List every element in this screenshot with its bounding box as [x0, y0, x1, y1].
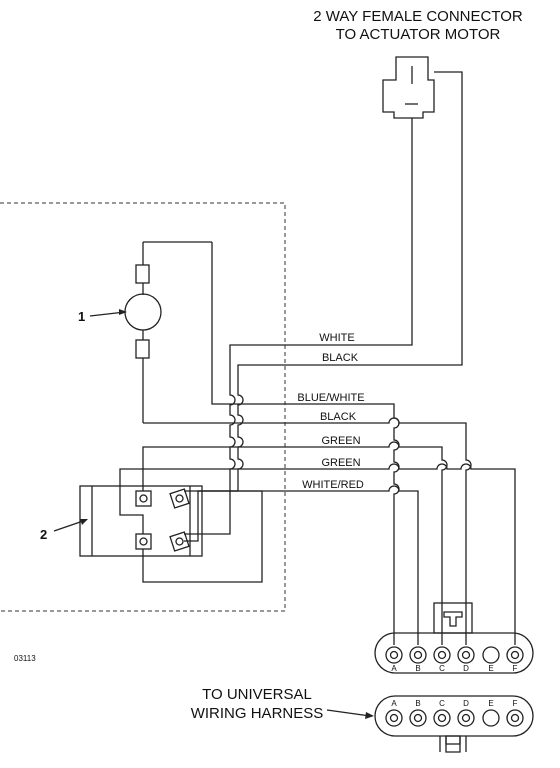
callout-1-arrowhead — [119, 309, 127, 315]
pins-upper: A B C D E F — [385, 646, 524, 673]
harness-label-line2: WIRING HARNESS — [191, 705, 324, 722]
lower-pin-d-socket — [461, 713, 471, 723]
upper-pin-label-b: B — [415, 664, 420, 673]
callout-2-arrowhead — [80, 519, 88, 525]
upper-pin-c-socket — [437, 650, 447, 660]
upper-pin-label-c: C — [439, 664, 445, 673]
upper-pin-f-socket — [510, 650, 520, 660]
callout-2: 2 — [40, 527, 47, 542]
callout-2-leader — [53, 519, 87, 532]
upper-pin-label-d: D — [463, 664, 469, 673]
lower-pin-label-e: E — [488, 699, 493, 708]
component-1 — [124, 241, 212, 423]
figure-code: 03113 — [14, 654, 36, 663]
wire-label-blue-white: BLUE/WHITE — [297, 392, 364, 404]
upper-pin-a — [385, 646, 403, 664]
harness-label-line1: TO UNIVERSAL — [202, 686, 312, 703]
callout-1: 1 — [78, 309, 85, 324]
lower-pin-b — [409, 709, 427, 727]
wires — [119, 71, 516, 645]
lower-pin-a — [385, 709, 403, 727]
actuator-connector — [382, 56, 435, 119]
wire-label-black-lower: BLACK — [320, 411, 357, 423]
harness-arrowhead — [365, 712, 374, 719]
upper-pin-a-socket — [389, 650, 399, 660]
lower-pin-d — [457, 709, 475, 727]
wire-label-black-upper: BLACK — [322, 352, 359, 364]
upper-pin-label-e: E — [488, 664, 493, 673]
connector-module-upper — [374, 602, 534, 674]
lower-pin-f — [506, 709, 524, 727]
upper-pin-d — [457, 646, 475, 664]
lower-pin-label-f: F — [513, 699, 518, 708]
component-2 — [79, 485, 203, 557]
upper-pin-d-socket — [461, 650, 471, 660]
connector-module-lower — [374, 695, 534, 753]
upper-pin-label-a: A — [391, 664, 397, 673]
wire-label-white-red: WHITE/RED — [302, 479, 364, 491]
lower-pin-label-b: B — [415, 699, 420, 708]
upper-pin-e — [482, 646, 500, 664]
lower-pin-label-d: D — [463, 699, 469, 708]
lower-pin-f-socket — [510, 713, 520, 723]
upper-pin-b — [409, 646, 427, 664]
lower-pin-c — [433, 709, 451, 727]
upper-pin-label-f: F — [513, 664, 518, 673]
harness-leader — [326, 709, 371, 717]
upper-pin-b-socket — [413, 650, 423, 660]
upper-pin-c — [433, 646, 451, 664]
wire-label-green-2: GREEN — [321, 457, 360, 469]
enclosure-dashed-boundary — [0, 202, 286, 612]
lower-pin-c-socket — [437, 713, 447, 723]
lower-pin-label-c: C — [439, 699, 445, 708]
connector-title-line2: TO ACTUATOR MOTOR — [336, 26, 501, 43]
wire-label-white: WHITE — [319, 332, 354, 344]
lower-pin-a-socket — [389, 713, 399, 723]
connector-title-line1: 2 WAY FEMALE CONNECTOR — [313, 8, 523, 25]
wire-label-green-1: GREEN — [321, 435, 360, 447]
lower-pin-label-a: A — [391, 699, 397, 708]
lower-pin-e — [482, 709, 500, 727]
upper-pin-f — [506, 646, 524, 664]
lower-pin-b-socket — [413, 713, 423, 723]
pins-lower: A B C D E F — [385, 699, 524, 727]
